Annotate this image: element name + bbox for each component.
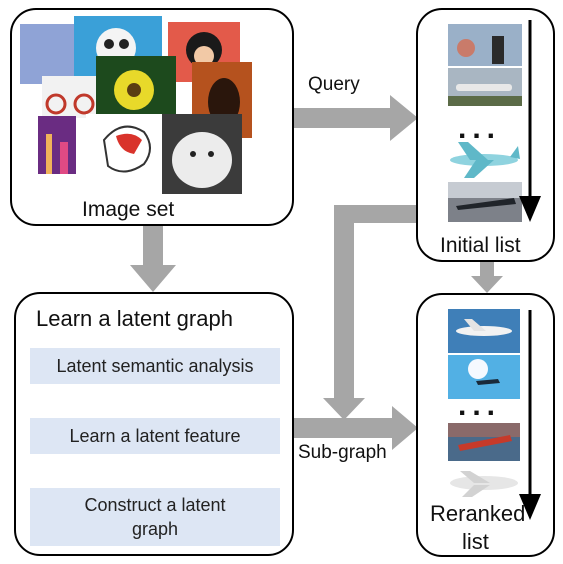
- reranked-label-line2: list: [462, 529, 489, 554]
- initial-list-label: Initial list: [440, 234, 521, 257]
- image-collage: [20, 16, 252, 194]
- initial-ranking-arrow: [519, 20, 541, 222]
- down-arrow-image-set: [130, 226, 176, 292]
- latent-graph-title: Learn a latent graph: [36, 306, 233, 331]
- step-learn-latent-feature: Learn a latent feature: [30, 418, 280, 454]
- down-arrow-initial-list: [471, 262, 503, 293]
- reranked-thumb-model: [450, 471, 518, 497]
- image-set-box: Image set: [10, 8, 294, 226]
- initial-thumb-plane: [450, 142, 520, 178]
- reranked-list-thumbnails: [448, 309, 520, 497]
- reranked-list-box: ... Reranked list: [416, 293, 555, 557]
- step-latent-semantic-analysis: Latent semantic analysis: [30, 348, 280, 384]
- thumb-sky: [20, 24, 82, 84]
- query-arrow: [292, 95, 418, 141]
- query-label: Query: [308, 74, 360, 95]
- reranked-list-ellipsis: ...: [458, 389, 502, 422]
- initial-list-box: ... Initial list: [416, 8, 555, 262]
- initial-list-thumbnails: [448, 24, 522, 222]
- subgraph-arrow: [292, 406, 418, 450]
- step-construct-latent-graph: Construct a latent graph: [30, 488, 280, 546]
- initial-list-ellipsis: ...: [458, 112, 502, 145]
- subgraph-label: Sub-graph: [298, 442, 387, 463]
- image-set-label: Image set: [82, 198, 175, 221]
- reranked-label-line1: Reranked: [430, 501, 526, 526]
- thumb-city: [38, 116, 76, 174]
- bent-arrow: [323, 205, 418, 420]
- reranked-ranking-arrow: [519, 310, 541, 520]
